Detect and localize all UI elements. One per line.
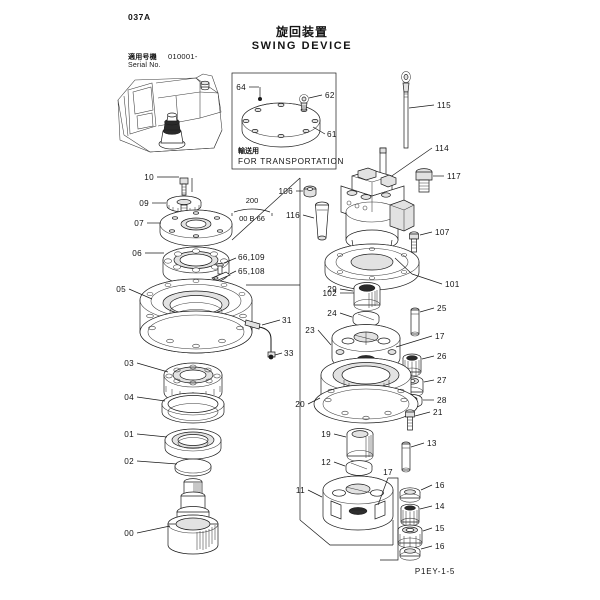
serial-value: 010001- (168, 52, 198, 61)
callout-10: 10 (144, 173, 154, 182)
part-115-rod (401, 71, 411, 149)
part-02-oring (174, 458, 212, 477)
part-15-bearing-sleeve (397, 524, 423, 549)
part-16-washer-lower (399, 546, 421, 561)
plate-code: 037A (128, 12, 151, 22)
callout-16-upper: 16 (435, 481, 445, 490)
callout-04: 04 (124, 393, 134, 402)
callout-19: 19 (321, 430, 331, 439)
serial-label-japanese: 適用号機 (128, 52, 157, 61)
callout-16-lower: 16 (435, 542, 445, 551)
callout-66-109: 66,109 (238, 253, 265, 262)
part-16-washer-upper (399, 487, 421, 503)
part-21-bolt (405, 409, 415, 431)
callout-33: 33 (284, 349, 294, 358)
callout-107: 107 (435, 228, 450, 237)
callout-101: 101 (445, 280, 460, 289)
callout-64: 64 (236, 83, 246, 92)
footer-code: P1EY-1-5 (415, 567, 455, 576)
lower-carrier-group: 19 12 11 (296, 428, 445, 561)
callout-02: 02 (124, 457, 134, 466)
callout-05: 05 (116, 285, 126, 294)
assembly-guide-lines (191, 177, 301, 520)
callout-27: 27 (437, 376, 447, 385)
part-116-stud (315, 201, 329, 241)
part-19-coupling (346, 428, 374, 462)
part-06-bearing (162, 246, 230, 286)
callout-25: 25 (437, 304, 447, 313)
part-107-bolt (409, 231, 419, 253)
callout-01: 01 (124, 430, 134, 439)
callout-116: 116 (286, 211, 300, 220)
transport-label-japanese: 輸送用 (238, 146, 259, 155)
callout-21: 21 (433, 408, 443, 417)
callout-28: 28 (437, 396, 447, 405)
part-13-pin (401, 441, 411, 473)
part-24-washer (352, 311, 380, 327)
brace-note: 200 00 B 66 (231, 196, 273, 223)
callout-09: 09 (139, 199, 149, 208)
callout-07: 07 (134, 219, 144, 228)
part-10-bolt (179, 177, 189, 196)
part-04-seal-ring (161, 392, 225, 424)
callout-06: 06 (132, 249, 142, 258)
callout-65-108: 65,108 (238, 267, 265, 276)
callout-03: 03 (124, 359, 134, 368)
part-11-planet-carrier (322, 475, 394, 531)
callout-61: 61 (327, 130, 337, 139)
left-exploded-column: 10 09 07 (116, 173, 294, 555)
callout-115: 115 (437, 101, 451, 110)
callout-31: 31 (282, 316, 292, 325)
callout-20: 20 (295, 400, 305, 409)
callout-15: 15 (435, 524, 445, 533)
title-english: SWING DEVICE (252, 40, 353, 52)
for-transportation-box: 64 62 61 輸送用 FOR TRANSPORTATION (231, 72, 344, 170)
part-14-pinion (400, 503, 420, 527)
serial-label-english: Serial No. (128, 62, 161, 69)
excavator-illustration (117, 73, 223, 153)
part-12-thrust-plate (345, 460, 373, 476)
title-japanese: 旋回装置 (275, 24, 328, 39)
part-01-oil-seal (164, 428, 222, 460)
swing-motor-body (324, 167, 420, 291)
callout-17-lower: 17 (383, 468, 393, 477)
part-25-pin (410, 307, 420, 337)
callout-26: 26 (437, 352, 447, 361)
reduction-gear-group: 29 24 23 (295, 282, 447, 431)
part-66-bolt (216, 263, 224, 275)
part-31-hose (244, 319, 276, 360)
brace-note-bottom: 00 B 66 (239, 214, 265, 223)
part-05-housing (139, 278, 253, 354)
part-117-plug (415, 168, 433, 193)
part-29-coupling (353, 282, 381, 311)
callout-11: 11 (296, 486, 305, 495)
callout-62: 62 (325, 91, 335, 100)
callout-29: 29 (327, 285, 337, 294)
callout-23: 23 (305, 326, 315, 335)
part-00-shaft (167, 478, 219, 555)
part-07-cover (159, 209, 233, 247)
brace-note-top: 200 (246, 196, 259, 205)
part-106-nut (303, 185, 317, 198)
part-20-ring-gear (313, 357, 419, 424)
callout-00: 00 (124, 529, 134, 538)
callout-13: 13 (427, 439, 437, 448)
callout-12: 12 (321, 458, 331, 467)
transport-label-english: FOR TRANSPORTATION (238, 157, 344, 166)
callout-17-upper: 17 (435, 332, 445, 341)
callout-117: 117 (447, 172, 461, 181)
callout-102: 102 (322, 289, 337, 298)
swing-motor-group: 115 114 117 106 (278, 71, 461, 301)
callout-14: 14 (435, 502, 445, 511)
callout-24: 24 (327, 309, 337, 318)
callout-106: 106 (278, 187, 293, 196)
callout-114: 114 (435, 144, 449, 153)
